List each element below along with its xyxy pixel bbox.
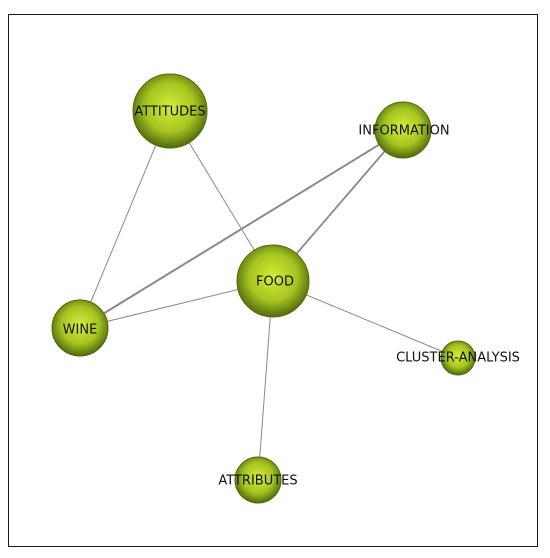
- node-attitudes[interactable]: [132, 73, 208, 149]
- node-label-food: FOOD: [256, 275, 294, 290]
- node-label-attitudes: ATTITUDES: [134, 105, 205, 120]
- node-wine[interactable]: [51, 299, 109, 357]
- node-label-wine: WINE: [63, 323, 98, 338]
- node-cluster-analysis[interactable]: [440, 340, 476, 376]
- node-label-information: INFORMATION: [358, 124, 449, 139]
- edge-attitudes-wine: [79, 110, 171, 329]
- edge-information-wine: [79, 129, 404, 329]
- node-information[interactable]: [374, 101, 432, 159]
- nodes-layer: [51, 73, 476, 504]
- labels-layer: ATTITUDES INFORMATION FOOD WINE CLUSTER-ANAL…: [63, 105, 520, 489]
- node-attributes[interactable]: [234, 456, 282, 504]
- node-label-attributes: ATTRIBUTES: [218, 474, 297, 489]
- node-food[interactable]: [236, 244, 310, 318]
- node-label-cluster-analysis: CLUSTER-ANALYSIS: [396, 351, 520, 366]
